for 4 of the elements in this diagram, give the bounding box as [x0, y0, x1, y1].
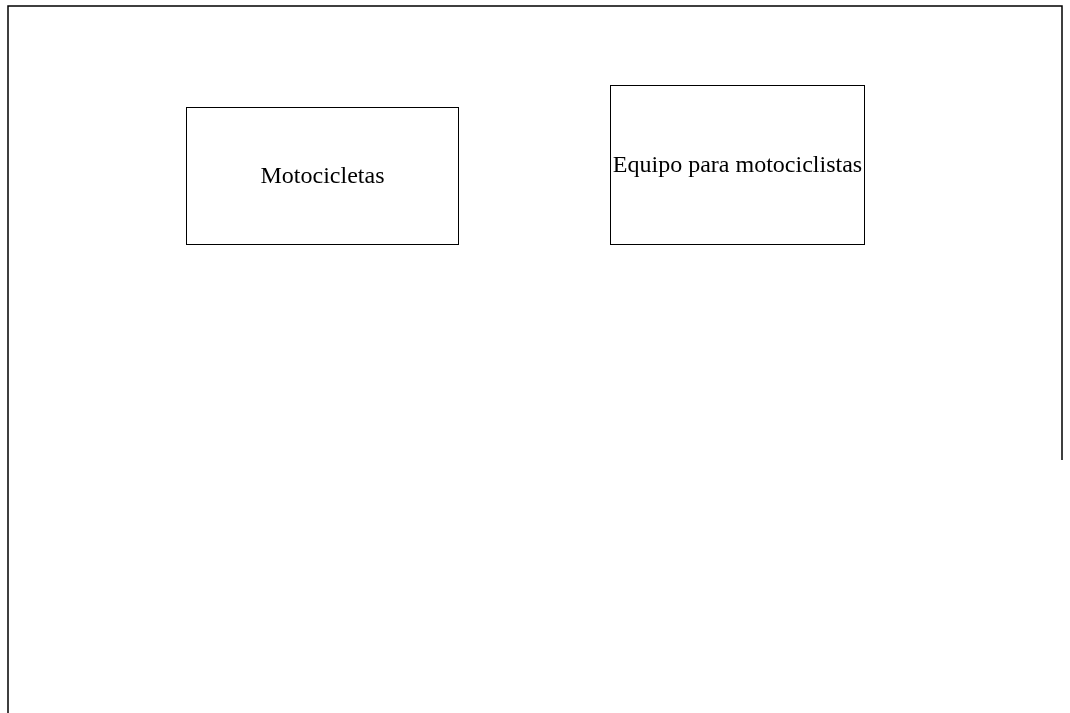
box-label: Motocicletas — [260, 162, 385, 190]
text-box — [186, 107, 459, 245]
box-label: Equipo para motociclistas — [612, 151, 863, 179]
text-box — [610, 85, 865, 245]
